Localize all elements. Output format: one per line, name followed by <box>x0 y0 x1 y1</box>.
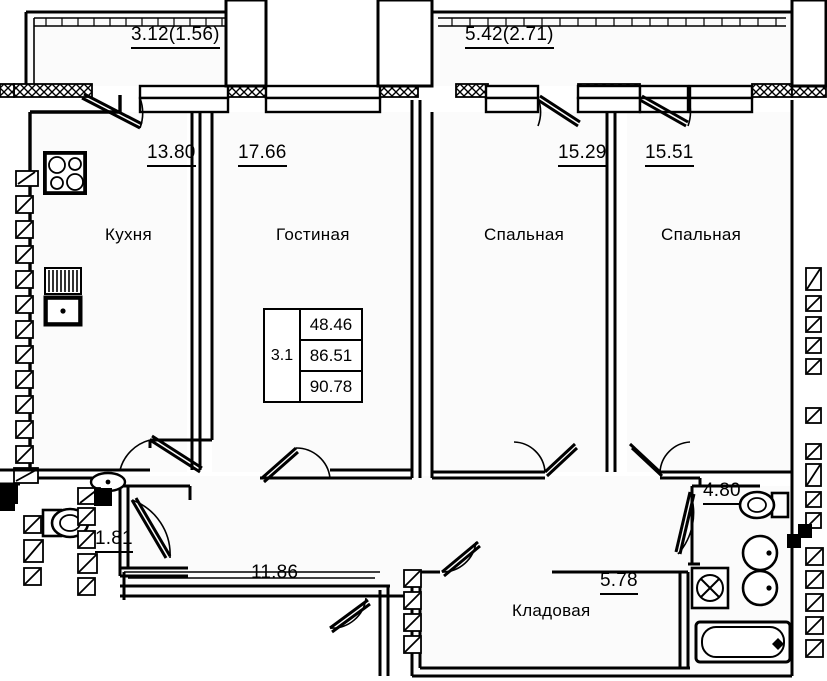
washing-machine-icon <box>690 566 730 610</box>
area-storage: 5.78 <box>600 570 638 595</box>
summary-living-area: 48.46 <box>301 310 361 341</box>
structural-columns <box>224 0 827 88</box>
kitchen-sink-icon <box>43 267 83 327</box>
apartment-number: 3.1 <box>265 310 301 401</box>
room-label-bedroom-1: Спальная <box>484 225 565 244</box>
kitchen-stove-icon <box>43 151 87 195</box>
left-edge-details <box>0 468 40 511</box>
summary-usable-area: 86.51 <box>301 341 361 372</box>
area-bathroom: 4.80 <box>703 480 741 505</box>
apartment-summary-table: 3.1 48.46 86.51 90.78 <box>263 308 363 403</box>
area-living-room: 17.66 <box>238 142 287 167</box>
bathroom-sinks-icon <box>741 534 779 607</box>
room-label-living-room: Гостиная <box>276 225 350 244</box>
wall-vent-marks-left-lower <box>0 484 112 596</box>
room-label-bedroom-2: Спальная <box>661 225 742 244</box>
room-label-kitchen: Кухня <box>105 225 152 244</box>
wall-vent-marks-right <box>798 267 824 658</box>
bathroom-riser-icon <box>787 534 801 548</box>
interior-walls <box>32 100 794 678</box>
bathroom-toilet-icon <box>738 490 790 520</box>
doors <box>81 92 696 634</box>
summary-total-area: 90.78 <box>309 376 353 396</box>
wc-sink-icon <box>89 471 127 493</box>
bathroom-bathtub-icon <box>694 620 792 664</box>
area-bedroom-1: 15.29 <box>558 142 607 167</box>
area-bedroom-2: 15.51 <box>645 142 694 167</box>
top-windows <box>138 84 754 114</box>
area-hallway: 11.86 <box>251 562 299 587</box>
room-label-storage: Кладовая <box>512 601 591 620</box>
wall-vent-marks-left <box>13 170 39 484</box>
area-kitchen: 13.80 <box>147 142 196 167</box>
wall-vent-marks-storage <box>403 569 422 654</box>
area-balcony-right: 5.42(2.71) <box>465 24 554 49</box>
area-balcony-left: 3.12(1.56) <box>131 24 220 49</box>
area-wc: 1.81 <box>95 528 133 553</box>
